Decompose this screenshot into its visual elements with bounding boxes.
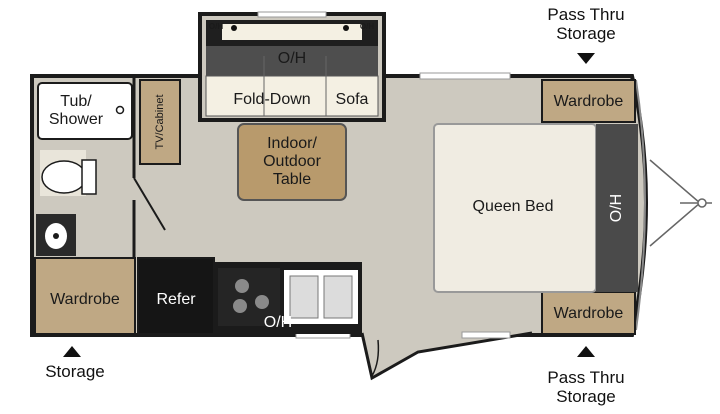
wardrobe-left-label: Wardrobe	[50, 291, 120, 309]
arrow-up-icon	[577, 346, 595, 357]
kitchen	[137, 257, 362, 335]
slide-out-overhead-label: O/H	[277, 50, 307, 68]
pass-thru-storage-bottom-label: Pass Thru Storage	[547, 367, 625, 406]
indoor-outdoor-table	[237, 123, 347, 201]
arrow-up-icon	[63, 346, 81, 357]
trailer-hitch	[649, 159, 712, 247]
overhead-small-right-label: O/H	[359, 21, 375, 31]
wardrobe-bottom-right-label: Wardrobe	[553, 305, 624, 323]
arrow-down-icon	[577, 53, 595, 64]
fold-down-label: Fold-Down	[233, 91, 311, 109]
queen-bed-label: Queen Bed	[472, 198, 554, 216]
tv-cabinet-label: TV/Cabinet	[153, 94, 166, 150]
wardrobe-left	[34, 257, 136, 335]
storage-label: Storage	[45, 362, 105, 382]
bedroom	[433, 79, 638, 335]
kitchen-overhead-label: O/H	[263, 314, 293, 332]
pass-thru-storage-top-label: Pass Thru Storage	[547, 4, 625, 43]
bed-overhead-label: O/H	[608, 193, 626, 223]
slide-out	[198, 12, 386, 122]
wardrobe-top-right-label: Wardrobe	[553, 93, 624, 111]
tv-cabinet	[139, 79, 181, 165]
tub-shower-label: Tub/ Shower	[48, 93, 104, 128]
entry-door-area	[360, 331, 533, 381]
refer-label: Refer	[156, 291, 196, 309]
bathroom	[36, 78, 166, 258]
overhead-small-left-label: O/H	[208, 21, 224, 31]
sofa-label: Sofa	[335, 91, 369, 109]
indoor-outdoor-table-label: Indoor/ Outdoor Table	[263, 135, 321, 188]
